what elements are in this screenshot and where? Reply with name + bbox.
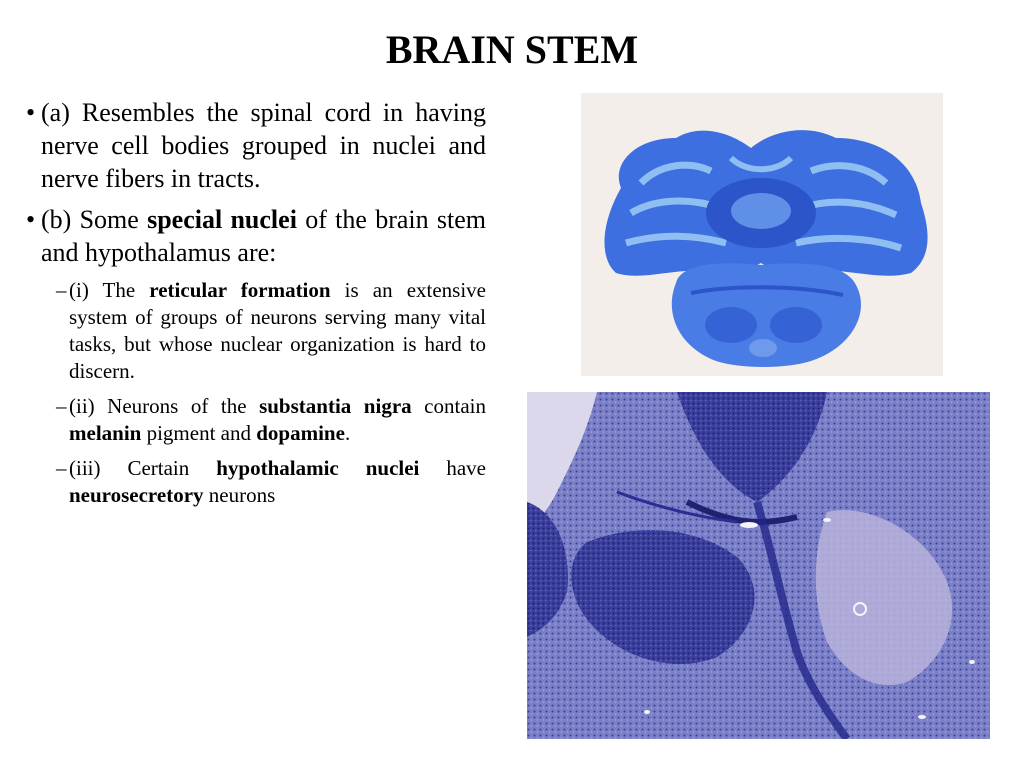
bullet-b: • (b) Some special nuclei of the brain s… xyxy=(26,203,486,269)
text-run: have xyxy=(419,456,486,480)
subbullet-ii-text: (ii) Neurons of the substantia nigra con… xyxy=(69,393,486,447)
bold-term: hypothalamic nuclei xyxy=(216,456,420,480)
text-run: (b) Some xyxy=(41,205,148,234)
dash-marker: – xyxy=(56,278,67,302)
dash-marker: – xyxy=(56,394,67,418)
brainstem-section-image xyxy=(581,93,943,376)
bold-term: neurosecretory xyxy=(69,483,204,507)
text-run: . xyxy=(344,421,351,445)
subbullet-i-text: (i) The reticular formation is an extens… xyxy=(69,277,486,385)
bold-term: reticular formation xyxy=(149,278,331,302)
slide-title: BRAIN STEM xyxy=(385,27,639,72)
subbullet-i: – (i) The reticular formation is an exte… xyxy=(56,277,486,385)
bullet-a-text: (a) Resembles the spinal cord in having … xyxy=(41,98,486,193)
bold-term: melanin xyxy=(69,421,142,445)
text-run: pigment and xyxy=(141,421,257,445)
subbullet-ii: – (ii) Neurons of the substantia nigra c… xyxy=(56,393,486,447)
text-run: (ii) Neurons of the xyxy=(69,394,260,418)
bold-term: dopamine xyxy=(256,421,345,445)
subbullet-iii-text: (iii) Certain hypothalamic nuclei have n… xyxy=(69,455,486,509)
bullet-b-text: (b) Some special nuclei of the brain ste… xyxy=(41,203,486,269)
text-run: (i) The xyxy=(69,278,150,302)
dash-marker: – xyxy=(56,456,67,480)
bullet-marker: • xyxy=(26,98,36,127)
text-run: (iii) Certain xyxy=(69,456,217,480)
bullet-list: • (a) Resembles the spinal cord in havin… xyxy=(26,96,486,517)
text-run: contain xyxy=(411,394,486,418)
subbullet-iii: – (iii) Certain hypothalamic nuclei have… xyxy=(56,455,486,509)
reticular-formation-micrograph xyxy=(527,392,990,739)
bullet-a: • (a) Resembles the spinal cord in havin… xyxy=(26,96,486,195)
bold-term: special nuclei xyxy=(147,205,297,234)
bold-term: substantia nigra xyxy=(259,394,412,418)
text-run: is an extensive system of groups of neur… xyxy=(69,278,486,383)
bullet-marker: • xyxy=(26,205,36,234)
text-run: of the brain stem and hypothalamus are: xyxy=(41,205,486,267)
text-run: neurons xyxy=(203,483,276,507)
